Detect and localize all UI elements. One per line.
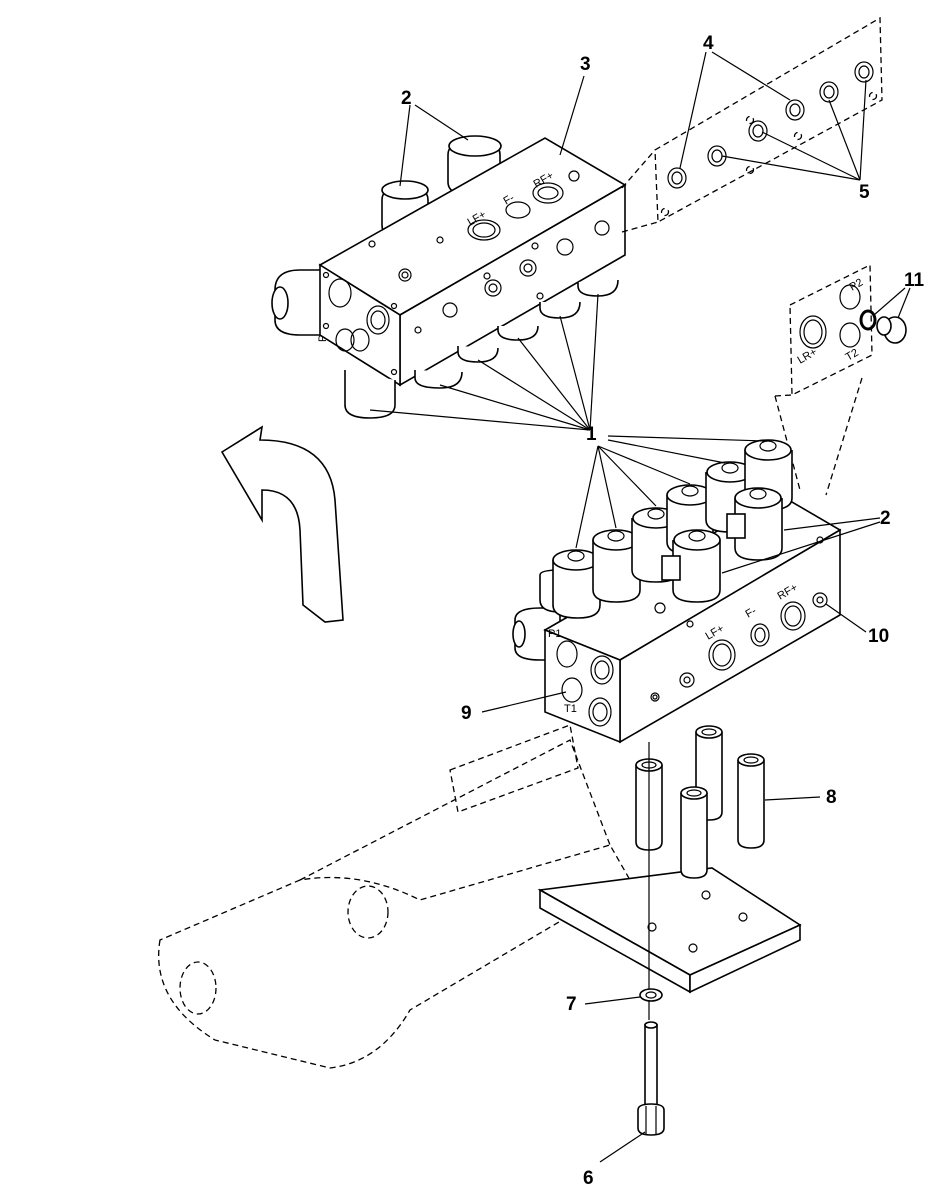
washer: [639, 988, 663, 1002]
callout-11: 11: [904, 270, 925, 291]
bolt: [637, 1021, 665, 1136]
detail-port-label-t2: T2: [844, 347, 861, 364]
lower-coil-1: [552, 549, 601, 619]
callout-7: 7: [566, 994, 577, 1015]
fitting-detail-plate: [621, 16, 883, 233]
lower-coil-8: [726, 487, 783, 561]
direction-arrow: [220, 425, 344, 623]
upper-side-port-label: P: [317, 335, 329, 342]
spacer-4: [680, 786, 708, 879]
mounting-bracket-phantom: [158, 724, 631, 1069]
callout-2-right: 2: [880, 508, 891, 529]
callout-5: 5: [859, 182, 870, 203]
lower-coil-7: [661, 529, 721, 603]
lower-coil-2: [592, 529, 641, 603]
callout-4: 4: [703, 33, 714, 54]
upper-valve-block: LF+ F- RF+ P: [271, 135, 627, 419]
callout-2-top: 2: [401, 88, 412, 109]
callout-3: 3: [580, 54, 591, 75]
mounting-plate: [537, 867, 802, 994]
spacer-3: [737, 753, 765, 849]
lower-side-port-label-p: P1: [548, 628, 561, 640]
lower-side-port-label-t: T1: [564, 703, 577, 715]
detail-port-label-p2: P2: [848, 276, 866, 293]
lower-valve-block: LF+ F- RF+ P1 T1: [512, 439, 842, 744]
upper-coil-right: [447, 135, 502, 197]
callout-8: 8: [826, 787, 837, 808]
detail-port-label-lr: LR+: [796, 346, 820, 367]
port-detail-plate: LR+ P2 T2: [774, 263, 907, 496]
callout-1: 1: [586, 424, 597, 445]
leader-lines: [369, 51, 911, 1163]
callout-6: 6: [583, 1168, 594, 1189]
callout-10: 10: [868, 626, 889, 647]
callout-9: 9: [461, 703, 472, 724]
